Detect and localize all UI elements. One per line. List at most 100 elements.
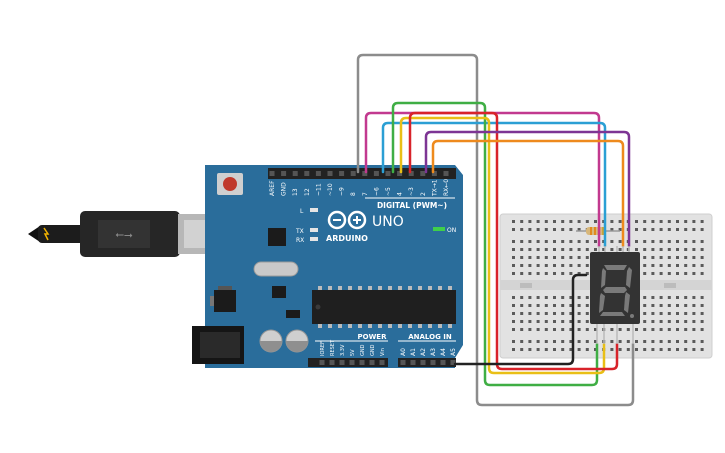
breadboard-hole[interactable] xyxy=(700,328,704,331)
breadboard-hole[interactable] xyxy=(700,240,704,243)
breadboard-hole[interactable] xyxy=(544,264,548,267)
breadboard-hole[interactable] xyxy=(585,328,589,331)
digital-pin-hole[interactable] xyxy=(431,171,437,176)
breadboard-hole[interactable] xyxy=(610,328,614,331)
breadboard-hole[interactable] xyxy=(536,296,540,299)
breadboard-hole[interactable] xyxy=(561,296,565,299)
breadboard-hole[interactable] xyxy=(692,296,696,299)
breadboard-hole[interactable] xyxy=(684,240,688,243)
power-pin-hole[interactable] xyxy=(379,360,385,365)
breadboard-hole[interactable] xyxy=(577,296,581,299)
breadboard-hole[interactable] xyxy=(618,348,622,351)
breadboard-hole[interactable] xyxy=(528,228,532,231)
breadboard-hole[interactable] xyxy=(528,320,532,323)
breadboard-hole[interactable] xyxy=(544,312,548,315)
breadboard-hole[interactable] xyxy=(536,304,540,307)
wire-purple[interactable] xyxy=(424,130,631,248)
breadboard-hole[interactable] xyxy=(553,348,556,351)
power-pin-hole[interactable] xyxy=(329,360,335,365)
breadboard-hole[interactable] xyxy=(561,304,565,307)
breadboard-hole[interactable] xyxy=(520,320,524,323)
breadboard-hole[interactable] xyxy=(659,304,663,307)
breadboard-hole[interactable] xyxy=(692,348,696,351)
breadboard-hole[interactable] xyxy=(569,296,573,299)
breadboard-hole[interactable] xyxy=(585,340,589,343)
breadboard-hole[interactable] xyxy=(577,304,581,307)
breadboard-hole[interactable] xyxy=(692,312,696,315)
breadboard-hole[interactable] xyxy=(651,312,655,315)
breadboard-hole[interactable] xyxy=(610,340,614,343)
breadboard-hole[interactable] xyxy=(577,240,581,243)
breadboard-hole[interactable] xyxy=(610,240,614,243)
wire-black[interactable] xyxy=(453,273,588,366)
breadboard-hole[interactable] xyxy=(577,264,581,267)
breadboard-hole[interactable] xyxy=(667,296,671,299)
analog-pin-hole[interactable] xyxy=(450,360,456,365)
breadboard-hole[interactable] xyxy=(561,264,565,267)
breadboard-hole[interactable] xyxy=(594,240,597,243)
breadboard-hole[interactable] xyxy=(561,272,565,275)
breadboard-hole[interactable] xyxy=(528,304,532,307)
breadboard-hole[interactable] xyxy=(577,220,581,223)
breadboard-hole[interactable] xyxy=(692,328,696,331)
breadboard-hole[interactable] xyxy=(635,220,638,223)
wire-blue[interactable] xyxy=(381,121,607,248)
breadboard-hole[interactable] xyxy=(544,228,548,231)
breadboard-hole[interactable] xyxy=(585,312,589,315)
breadboard-hole[interactable] xyxy=(528,264,532,267)
breadboard-hole[interactable] xyxy=(577,248,581,251)
breadboard-hole[interactable] xyxy=(651,328,655,331)
breadboard-hole[interactable] xyxy=(536,228,540,231)
breadboard-hole[interactable] xyxy=(585,248,589,251)
digital-pin-hole[interactable] xyxy=(408,171,414,176)
breadboard-hole[interactable] xyxy=(667,304,671,307)
breadboard-hole[interactable] xyxy=(520,264,524,267)
breadboard-hole[interactable] xyxy=(643,340,647,343)
breadboard-hole[interactable] xyxy=(561,320,565,323)
breadboard-hole[interactable] xyxy=(528,256,532,259)
reset-button[interactable] xyxy=(223,177,237,191)
breadboard-hole[interactable] xyxy=(651,264,655,267)
breadboard-hole[interactable] xyxy=(577,348,581,351)
breadboard-hole[interactable] xyxy=(684,320,688,323)
digital-pin-hole[interactable] xyxy=(281,171,287,176)
digital-pin-hole[interactable] xyxy=(420,171,426,176)
digital-pin-hole[interactable] xyxy=(315,171,321,176)
breadboard-hole[interactable] xyxy=(676,328,679,331)
breadboard-hole[interactable] xyxy=(561,248,565,251)
breadboard-hole[interactable] xyxy=(561,340,565,343)
wire-yellow[interactable] xyxy=(399,116,606,375)
breadboard-hole[interactable] xyxy=(618,240,622,243)
breadboard-hole[interactable] xyxy=(536,328,540,331)
breadboard-hole[interactable] xyxy=(700,340,704,343)
breadboard-hole[interactable] xyxy=(512,296,515,299)
breadboard-hole[interactable] xyxy=(676,304,679,307)
breadboard-hole[interactable] xyxy=(676,264,679,267)
breadboard-hole[interactable] xyxy=(667,320,671,323)
breadboard-hole[interactable] xyxy=(692,248,696,251)
digital-pin-hole[interactable] xyxy=(385,171,391,176)
breadboard-hole[interactable] xyxy=(520,340,524,343)
breadboard-hole[interactable] xyxy=(676,256,679,259)
breadboard-hole[interactable] xyxy=(700,228,704,231)
breadboard-hole[interactable] xyxy=(585,220,589,223)
breadboard-hole[interactable] xyxy=(643,248,647,251)
breadboard-hole[interactable] xyxy=(692,340,696,343)
breadboard-hole[interactable] xyxy=(528,220,532,223)
breadboard-hole[interactable] xyxy=(512,272,515,275)
breadboard-hole[interactable] xyxy=(659,256,663,259)
digital-pin-hole[interactable] xyxy=(327,171,333,176)
analog-pin-hole[interactable] xyxy=(440,360,446,365)
breadboard-hole[interactable] xyxy=(667,228,671,231)
breadboard-hole[interactable] xyxy=(659,228,663,231)
power-pin-hole[interactable] xyxy=(359,360,365,365)
breadboard-hole[interactable] xyxy=(667,240,671,243)
breadboard-hole[interactable] xyxy=(536,240,540,243)
breadboard-hole[interactable] xyxy=(512,340,515,343)
breadboard-hole[interactable] xyxy=(520,348,524,351)
breadboard-hole[interactable] xyxy=(553,272,556,275)
breadboard-hole[interactable] xyxy=(667,340,671,343)
breadboard-hole[interactable] xyxy=(643,348,647,351)
breadboard-hole[interactable] xyxy=(553,312,556,315)
